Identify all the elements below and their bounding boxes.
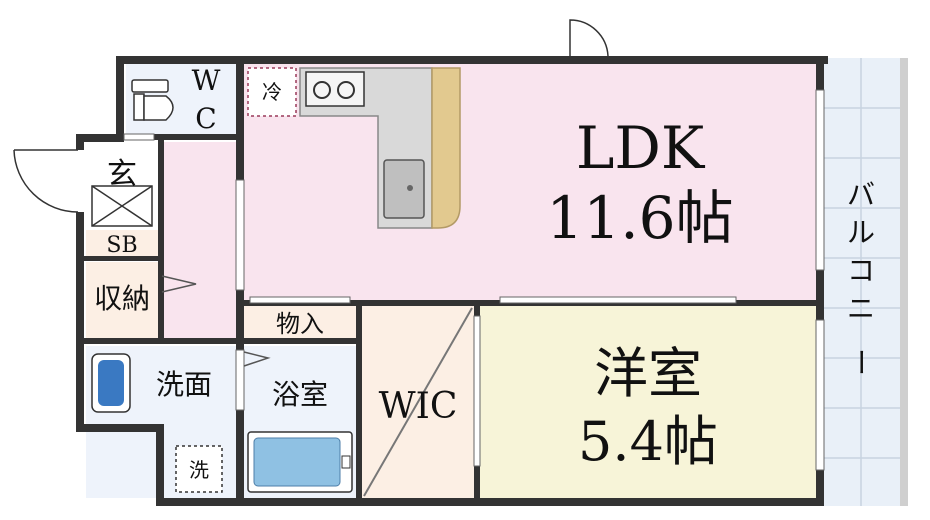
western-room-size: 5.4帖 xyxy=(578,410,718,473)
shoe-cabinet xyxy=(91,185,153,227)
washer-space xyxy=(175,445,223,493)
balcony-char-1: バ xyxy=(847,178,875,211)
wic-partition-line xyxy=(363,307,473,497)
entrance-label: 玄 xyxy=(107,157,137,192)
balcony-railing xyxy=(900,58,908,506)
storage-floor xyxy=(86,262,160,338)
toilet-icon xyxy=(131,79,174,121)
balcony-char-2: ル xyxy=(847,216,875,249)
balcony-grid xyxy=(822,58,900,506)
wc-label-top: W xyxy=(192,64,221,97)
balcony-char-5: ー xyxy=(844,348,877,376)
ldk-size: 11.6帖 xyxy=(546,184,733,252)
closet-label: 物入 xyxy=(276,310,324,338)
washroom-label: 洗面 xyxy=(156,368,212,401)
western-room-floor xyxy=(480,306,820,498)
wc-label-bottom: C xyxy=(195,102,216,135)
western-room-label: 洋室 xyxy=(594,342,702,405)
balcony-char-3: コ xyxy=(847,254,875,287)
bathtub-faucet xyxy=(341,455,351,469)
hallway-floor xyxy=(162,142,238,338)
shoe-box-floor xyxy=(86,230,158,258)
entrance-door xyxy=(13,149,79,213)
closet-floor xyxy=(244,306,356,342)
windows xyxy=(123,89,825,471)
wic-label: WIC xyxy=(379,386,458,427)
balcony-label: バ ル コ ニ ー xyxy=(844,178,877,376)
washer-label: 洗 xyxy=(189,458,209,482)
fridge-space xyxy=(247,67,297,117)
storage-label: 収納 xyxy=(94,282,150,315)
fridge-label: 冷 xyxy=(262,80,282,104)
ldk-label: LDK xyxy=(576,114,706,182)
kitchen-counter xyxy=(299,67,461,229)
balcony-char-4: ニ xyxy=(847,292,875,325)
shoe-box-label: SB xyxy=(106,233,137,258)
bath-door xyxy=(243,351,271,367)
bathtub-water xyxy=(253,437,341,487)
bath-label: 浴室 xyxy=(272,378,328,411)
service-door xyxy=(569,19,609,57)
sink-icon xyxy=(383,159,425,219)
vanity-basin xyxy=(98,360,124,406)
balcony xyxy=(822,58,908,506)
storage-door xyxy=(161,275,197,293)
